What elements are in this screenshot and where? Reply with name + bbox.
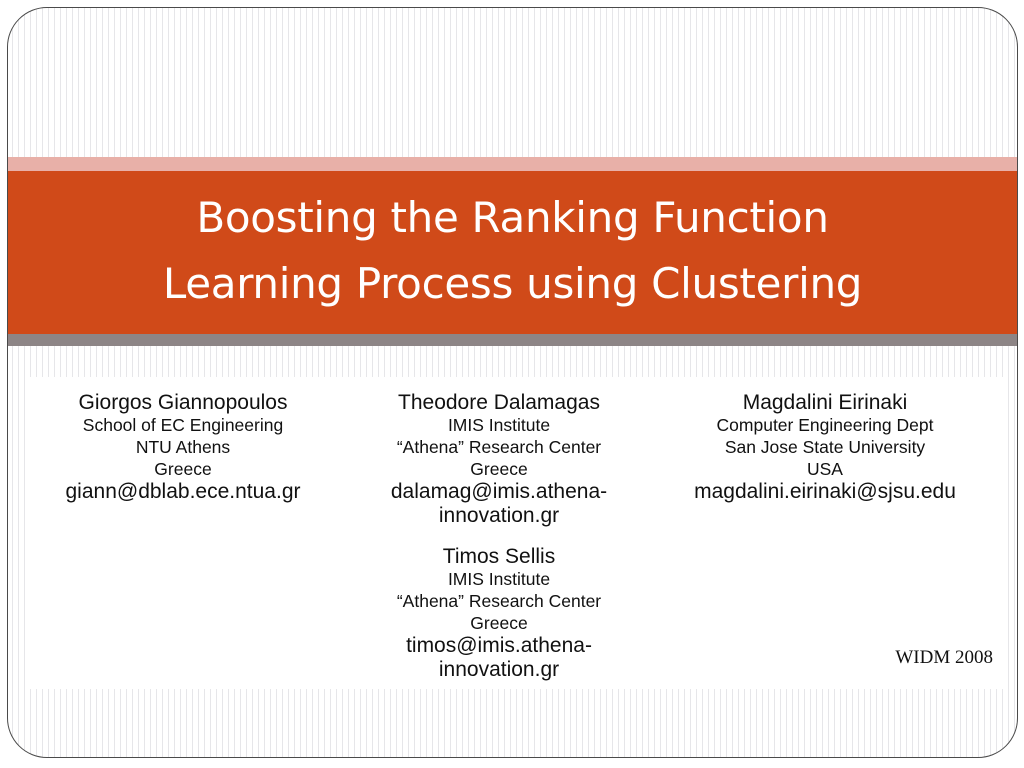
title-line-2: Learning Process using Clustering bbox=[162, 258, 863, 308]
author-email: timos@imis.athena- bbox=[406, 634, 592, 657]
author-block: Timos Sellis IMIS Institute “Athena” Res… bbox=[359, 545, 639, 682]
author-content-area: Giorgos Giannopoulos School of EC Engine… bbox=[25, 377, 1007, 689]
author-name: Giorgos Giannopoulos bbox=[78, 391, 288, 414]
slide-title: Boosting the Ranking Function Learning P… bbox=[162, 185, 863, 317]
author-block: Magdalini Eirinaki Computer Engineering … bbox=[653, 391, 997, 504]
author-affiliation: School of EC Engineering bbox=[82, 415, 284, 435]
venue-label: WIDM 2008 bbox=[895, 647, 993, 668]
slide-frame: Boosting the Ranking Function Learning P… bbox=[7, 7, 1018, 758]
title-band: Boosting the Ranking Function Learning P… bbox=[8, 171, 1017, 334]
author-affiliation: Computer Engineering Dept bbox=[716, 415, 934, 435]
title-accent-band bbox=[8, 157, 1017, 171]
title-divider-band bbox=[8, 334, 1017, 346]
author-email: innovation.gr bbox=[438, 504, 560, 527]
author-email: innovation.gr bbox=[438, 658, 560, 681]
title-line-1: Boosting the Ranking Function bbox=[196, 192, 829, 242]
author-block: Theodore Dalamagas IMIS Institute “Athen… bbox=[359, 391, 639, 528]
author-affiliation: IMIS Institute bbox=[447, 415, 551, 435]
author-affiliation: Greece bbox=[154, 459, 212, 479]
author-name: Magdalini Eirinaki bbox=[742, 391, 908, 414]
author-affiliation: “Athena” Research Center bbox=[396, 591, 602, 611]
author-affiliation: IMIS Institute bbox=[447, 569, 551, 589]
author-affiliation: USA bbox=[807, 459, 843, 479]
author-email: magdalini.eirinaki@sjsu.edu bbox=[694, 480, 956, 503]
author-email: dalamag@imis.athena- bbox=[390, 480, 608, 503]
author-affiliation: NTU Athens bbox=[135, 437, 231, 457]
author-email: giann@dblab.ece.ntua.gr bbox=[65, 480, 301, 503]
author-affiliation: Greece bbox=[470, 459, 528, 479]
author-affiliation: Greece bbox=[470, 613, 528, 633]
author-affiliation: “Athena” Research Center bbox=[396, 437, 602, 457]
author-affiliation: San Jose State University bbox=[724, 437, 926, 457]
author-name: Theodore Dalamagas bbox=[398, 391, 600, 414]
author-name: Timos Sellis bbox=[442, 545, 556, 568]
author-block: Giorgos Giannopoulos School of EC Engine… bbox=[25, 391, 341, 504]
